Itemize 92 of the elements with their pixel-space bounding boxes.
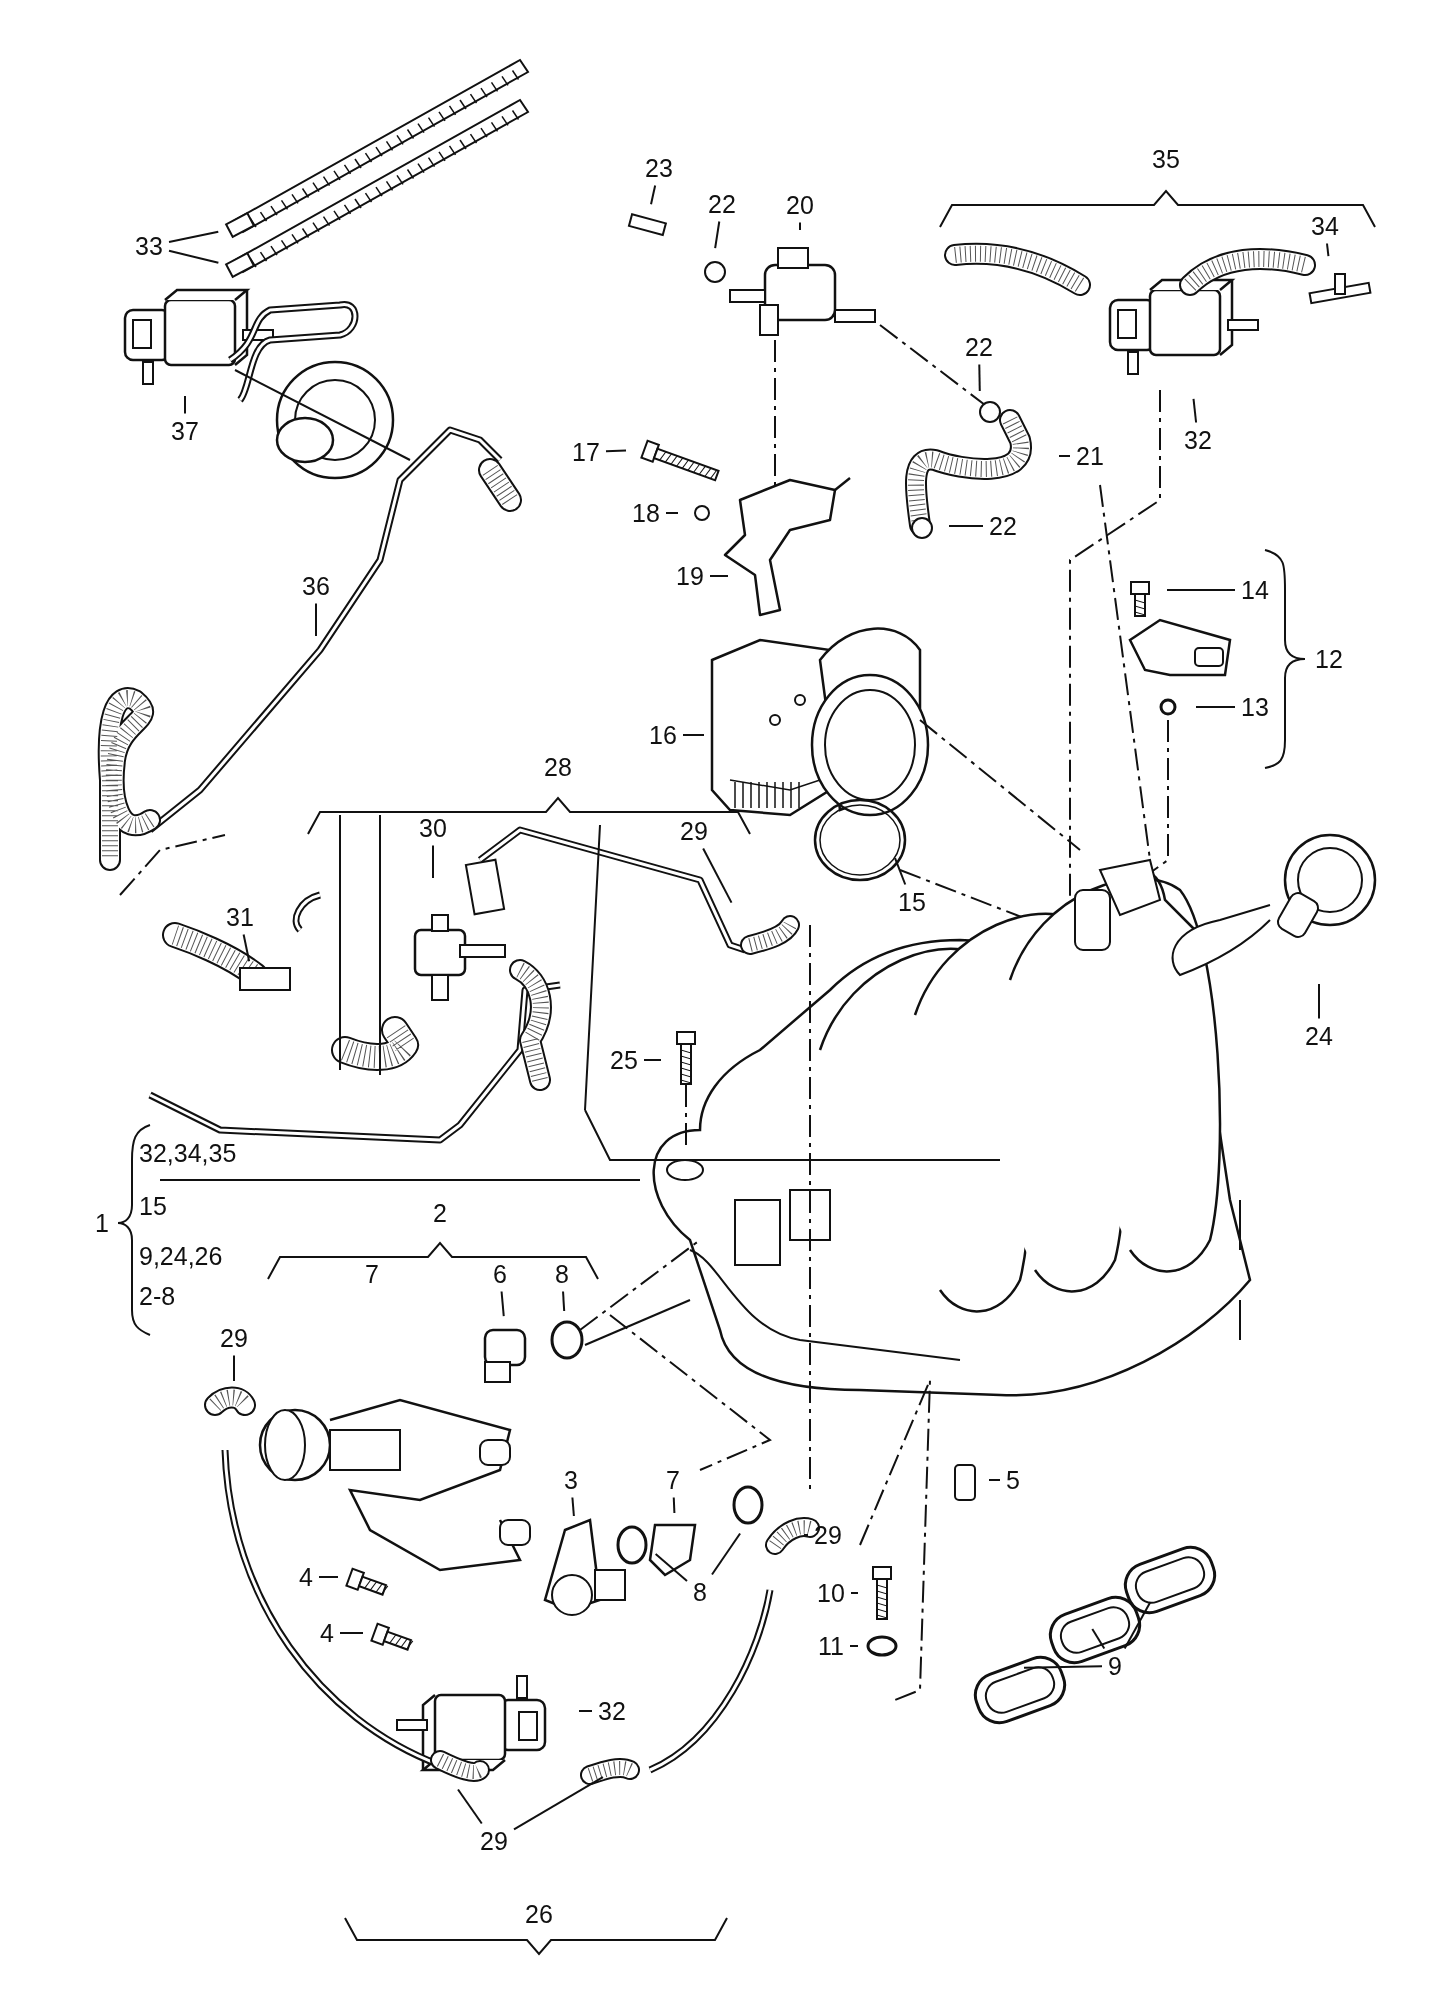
leader-line xyxy=(849,1645,859,1647)
leader-line xyxy=(242,933,251,963)
callout-number: 12 xyxy=(1314,645,1344,673)
leader-line xyxy=(168,249,220,264)
leader-line xyxy=(1166,589,1236,591)
callout-number: 29 xyxy=(474,1823,514,1859)
leader-line xyxy=(457,1788,483,1825)
leader-line xyxy=(978,363,981,392)
callout-number: 22 xyxy=(983,508,1023,544)
leader-line xyxy=(650,184,657,206)
callout-number: 15 xyxy=(892,884,932,920)
leader-line xyxy=(711,1532,742,1576)
callout-number: 3 xyxy=(558,1462,584,1498)
callout-number: 4 xyxy=(293,1559,319,1595)
callout-number: 2-8 xyxy=(138,1282,177,1310)
callout-number: 29 xyxy=(214,1320,254,1356)
leader-line xyxy=(605,449,627,453)
leader-line xyxy=(709,575,729,577)
leader-line xyxy=(318,1576,339,1578)
leader-line xyxy=(894,857,907,886)
callout-number: 32,34,35 xyxy=(138,1139,238,1167)
callout-number: 10 xyxy=(811,1575,851,1611)
leader-line xyxy=(513,1776,604,1831)
leader-line xyxy=(714,220,721,250)
leader-line xyxy=(578,1710,593,1712)
callout-number: 31 xyxy=(220,899,260,935)
leader-line xyxy=(184,395,186,415)
callout-number: 7 xyxy=(660,1462,686,1498)
callout-number: 20 xyxy=(780,187,820,223)
leader-line xyxy=(682,734,705,736)
leader-line xyxy=(233,1354,235,1382)
callout-number: 37 xyxy=(165,413,205,449)
callout-number: 32 xyxy=(1178,422,1218,458)
callout-number: 34 xyxy=(1305,208,1345,244)
callout-number: 33 xyxy=(129,228,169,264)
callout-number: 2 xyxy=(432,1199,448,1227)
callout-number: 7 xyxy=(364,1260,380,1288)
callout-number: 4 xyxy=(314,1615,340,1651)
callout-number: 6 xyxy=(487,1256,513,1292)
leader-line xyxy=(850,1592,859,1594)
callout-number: 23 xyxy=(639,150,679,186)
leader-line xyxy=(500,1290,505,1318)
callout-number: 15 xyxy=(138,1192,168,1220)
callout-number: 9,24,26 xyxy=(138,1242,224,1270)
callout-number: 28 xyxy=(543,753,573,781)
leader-line xyxy=(1326,242,1330,258)
leader-line xyxy=(1195,706,1236,708)
callout-number: 1 xyxy=(94,1209,110,1237)
callout-number: 32 xyxy=(592,1693,632,1729)
callout-number: 8 xyxy=(549,1256,575,1292)
callout-number: 30 xyxy=(413,810,453,846)
leader-line xyxy=(643,1059,662,1061)
callout-number: 26 xyxy=(524,1900,554,1928)
leader-line xyxy=(803,1534,809,1536)
callout-number: 35 xyxy=(1151,145,1181,173)
callout-number: 17 xyxy=(566,434,606,470)
leader-line xyxy=(665,512,679,514)
callout-number: 18 xyxy=(626,495,666,531)
leader-line xyxy=(1123,1601,1152,1650)
callout-number: 22 xyxy=(959,329,999,365)
leader-line xyxy=(168,230,220,243)
leader-line xyxy=(1023,1665,1103,1669)
leader-line xyxy=(562,1290,566,1312)
leader-line xyxy=(799,221,801,231)
leader-line xyxy=(702,847,733,904)
leader-line xyxy=(571,1496,575,1518)
callout-number: 22 xyxy=(702,186,742,222)
callout-number: 9 xyxy=(1102,1648,1128,1684)
leader-line xyxy=(1091,1627,1106,1650)
callout-number: 14 xyxy=(1235,572,1275,608)
callout-number: 8 xyxy=(687,1574,713,1610)
callout-number: 25 xyxy=(604,1042,644,1078)
leader-line xyxy=(432,844,434,879)
leader-line xyxy=(988,1479,1001,1481)
leader-line xyxy=(654,1553,688,1582)
callout-number: 21 xyxy=(1070,438,1110,474)
callout-number: 19 xyxy=(670,558,710,594)
callout-number: 36 xyxy=(296,568,336,604)
callout-number: 13 xyxy=(1235,689,1275,725)
callout-number: 29 xyxy=(808,1517,848,1553)
leader-line xyxy=(1058,455,1071,457)
leader-line xyxy=(1318,983,1320,1020)
leader-line xyxy=(948,525,984,527)
leader-line xyxy=(672,1496,676,1514)
callout-number: 5 xyxy=(1000,1462,1026,1498)
callout-number: 11 xyxy=(812,1628,850,1664)
callout-number: 24 xyxy=(1299,1018,1339,1054)
leader-line xyxy=(315,602,317,637)
callout-number: 29 xyxy=(674,813,714,849)
leader-line xyxy=(1192,397,1198,424)
callout-number: 16 xyxy=(643,717,683,753)
leader-line xyxy=(339,1632,364,1634)
